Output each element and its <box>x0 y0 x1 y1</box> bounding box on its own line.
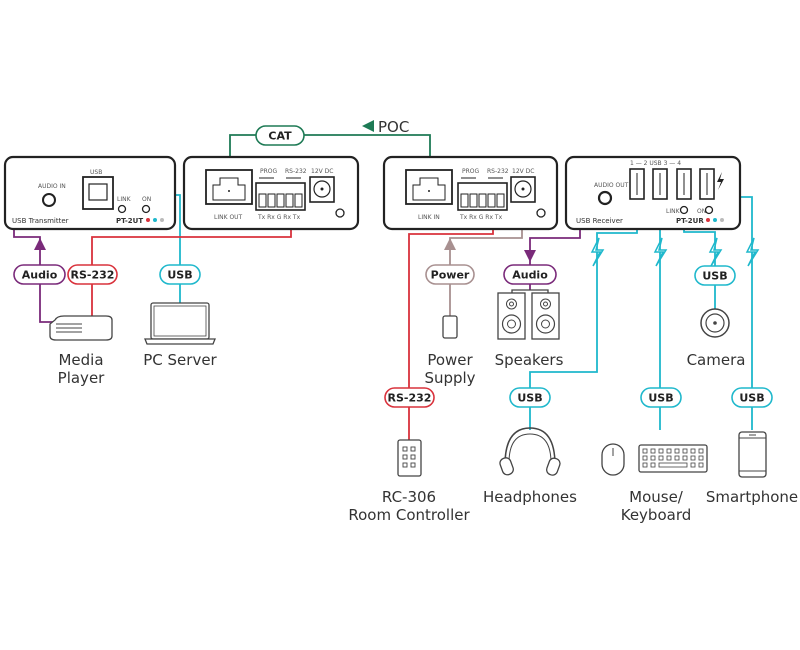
rs232-label: RS-232 <box>285 168 307 175</box>
usb-pill-headphones: USB <box>509 387 551 408</box>
ground-screw <box>536 208 546 218</box>
audio-in-label: AUDIO IN <box>38 183 66 190</box>
on-label: ON <box>142 196 151 203</box>
usb-transmitter-front: AUDIO IN USB LINK ON USB Transmitter PT-… <box>3 155 177 231</box>
audio-out-label: AUDIO OUT <box>594 182 629 189</box>
wireless-icons <box>590 237 760 267</box>
power-supply-icon <box>442 315 458 339</box>
svg-text:USB: USB <box>167 269 192 282</box>
usb-label: USB <box>90 169 102 176</box>
usb-pill-smartphone: USB <box>731 387 773 408</box>
audio-in-jack <box>42 193 56 207</box>
power-arrow-icon <box>444 238 456 250</box>
model-label: PT-2UR <box>676 217 704 225</box>
power-supply-label-line2: Supply <box>424 369 475 387</box>
camera-icon <box>700 308 730 338</box>
svg-text:USB: USB <box>648 392 673 405</box>
svg-text:Audio: Audio <box>512 269 548 282</box>
device-name: USB Receiver <box>576 217 623 225</box>
audio-arrow-rx-icon <box>524 250 536 262</box>
pins-label: Tx Rx G Rx Tx <box>257 214 301 221</box>
link-label: LINK <box>117 196 132 203</box>
keyboard-icon <box>638 444 708 473</box>
mouse-icon <box>601 443 625 476</box>
mouse-keyboard-label-line1: Mouse/ <box>629 488 684 506</box>
power-bolt-icon <box>717 172 724 190</box>
svg-text:RS-232: RS-232 <box>388 392 432 405</box>
room-controller-label-line1: RC-306 <box>382 488 436 506</box>
svg-text:USB: USB <box>517 392 542 405</box>
link-out-label: LINK OUT <box>214 214 243 221</box>
usb-receiver-front: 1 — 2 USB 3 — 4 AUDIO OUT LINK ON USB Re… <box>564 155 742 231</box>
smartphone-icon <box>738 431 767 478</box>
prog-label: PROG <box>462 168 480 175</box>
room-controller-icon <box>397 439 422 477</box>
audio-pill-tx: Audio <box>13 264 66 285</box>
svg-text:Audio: Audio <box>22 269 58 282</box>
rs232-label: RS-232 <box>487 168 509 175</box>
svg-text:Power: Power <box>431 269 470 282</box>
model-label: PT-2UT <box>116 217 143 225</box>
on-led <box>704 205 714 215</box>
usb-transmitter-rear: LINK OUT PROG RS-232 Tx Rx G Rx Tx 12V D… <box>182 155 360 231</box>
usb-ports-label: 1 — 2 USB 3 — 4 <box>630 160 681 167</box>
usb-pill-keyboard: USB <box>640 387 682 408</box>
media-player-icon <box>49 315 113 341</box>
on-label: ON <box>697 208 706 215</box>
on-led <box>141 204 151 214</box>
speakers-icon <box>497 289 560 340</box>
mouse-keyboard-label-line2: Keyboard <box>621 506 692 524</box>
link-led <box>679 205 689 215</box>
device-name: USB Transmitter <box>12 217 69 225</box>
rs232-pill-rx: RS-232 <box>384 387 435 408</box>
pc-server-label: PC Server <box>143 351 217 369</box>
audio-out-jack <box>597 190 613 206</box>
link-label: LINK <box>666 208 681 215</box>
ground-screw <box>335 208 345 218</box>
poc-arrow-icon <box>362 120 374 132</box>
usb-pill-camera: USB <box>694 265 736 286</box>
svg-text:USB: USB <box>739 392 764 405</box>
audio-pill-rx: Audio <box>503 264 557 285</box>
usb-receiver-rear: LINK IN PROG RS-232 Tx Rx G Rx Tx 12V DC <box>382 155 559 231</box>
dc-label: 12V DC <box>512 168 534 175</box>
poc-label: POC <box>378 118 409 136</box>
svg-text:USB: USB <box>702 270 727 283</box>
usb-pill-tx: USB <box>159 264 201 285</box>
power-pill: Power <box>425 264 475 285</box>
smartphone-label: Smartphone <box>706 488 798 506</box>
camera-label: Camera <box>687 351 746 369</box>
speakers-label: Speakers <box>495 351 564 369</box>
link-led <box>117 204 127 214</box>
link-in-rj45 <box>405 169 453 205</box>
svg-text:RS-232: RS-232 <box>71 269 115 282</box>
media-player-label-line2: Player <box>58 369 106 387</box>
rs232-pill-tx: RS-232 <box>67 264 118 285</box>
audio-arrow-tx-icon <box>34 238 46 250</box>
laptop-icon <box>144 302 216 345</box>
prog-label: PROG <box>260 168 278 175</box>
headphones-label: Headphones <box>483 488 577 506</box>
power-supply-label-line1: Power <box>427 351 473 369</box>
cat-pill: CAT <box>255 125 305 146</box>
dc-label: 12V DC <box>311 168 333 175</box>
headphones-icon <box>499 427 561 476</box>
pins-label: Tx Rx G Rx Tx <box>459 214 503 221</box>
media-player-label-line1: Media <box>58 351 103 369</box>
link-in-label: LINK IN <box>418 214 440 221</box>
room-controller-label-line2: Room Controller <box>348 506 470 524</box>
link-out-rj45 <box>205 169 253 205</box>
svg-text:CAT: CAT <box>268 130 292 143</box>
